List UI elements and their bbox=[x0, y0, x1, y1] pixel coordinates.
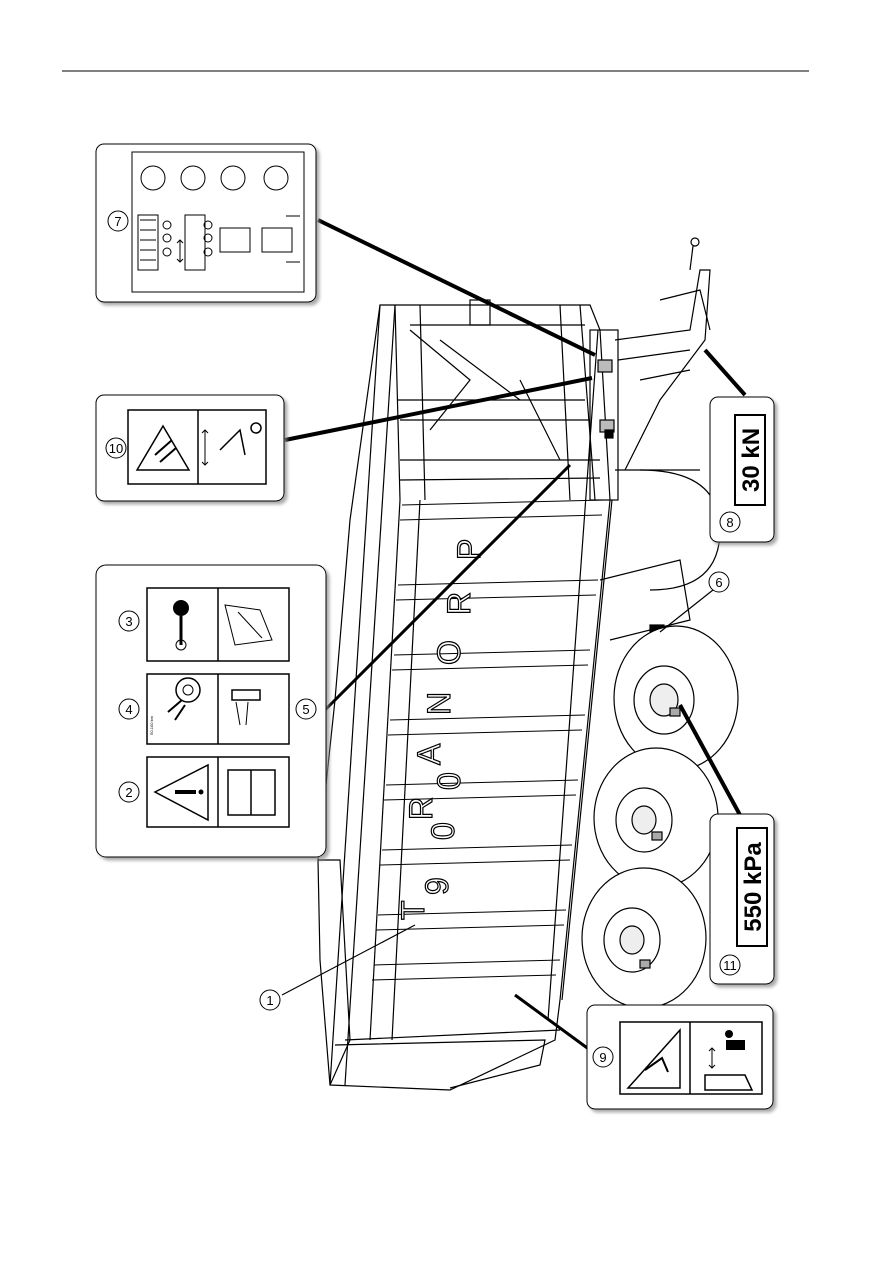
wheel-front-axle bbox=[581, 625, 739, 1009]
callout-1: 1 bbox=[259, 989, 281, 1011]
trailer-lettering: P R O N A R T 9 0 0 bbox=[394, 538, 487, 921]
trailer-illustration bbox=[317, 237, 721, 1091]
callout-number: 7 bbox=[114, 214, 121, 229]
callout-number: 5 bbox=[302, 702, 309, 717]
decal-panel-10: 10 bbox=[95, 394, 285, 502]
brand-letter: N bbox=[421, 692, 457, 715]
callout-number: 4 bbox=[125, 702, 132, 717]
callout-number: 8 bbox=[726, 515, 733, 530]
brand-letter: 0 bbox=[431, 772, 467, 790]
callout-number: 3 bbox=[125, 614, 132, 629]
decal-panel-9: 9 bbox=[586, 1004, 774, 1110]
callout-6: 6 bbox=[708, 571, 730, 593]
decal-panel-7: 7 bbox=[95, 143, 317, 303]
callout-number: 1 bbox=[266, 993, 273, 1008]
brand-letter: P bbox=[451, 539, 487, 560]
callout-number: 10 bbox=[109, 441, 123, 456]
brand-letter: T bbox=[395, 900, 431, 920]
callout-number: 2 bbox=[125, 785, 132, 800]
brand-letter: 0 bbox=[425, 822, 461, 840]
decal-panel-2-3-4-5: 50-100 km 3 4 2 5 bbox=[95, 564, 327, 858]
brand-letter: A bbox=[411, 743, 447, 765]
tyre-pressure-label: 550 kPa bbox=[740, 842, 767, 932]
callout-number: 6 bbox=[715, 575, 722, 590]
decal-panel-11: 550 kPa 11 bbox=[709, 813, 775, 985]
brand-letter: 9 bbox=[419, 877, 455, 895]
brand-letter: O bbox=[431, 640, 467, 665]
leader-lines bbox=[281, 218, 747, 1052]
callout-number: 11 bbox=[723, 958, 737, 973]
drawbar-load-label: 30 kN bbox=[738, 428, 765, 492]
svg-text:50-100 km: 50-100 km bbox=[149, 715, 154, 735]
brand-letter: R bbox=[403, 797, 439, 820]
brand-letter: R bbox=[441, 592, 477, 615]
decal-panel-8: 30 kN 8 bbox=[709, 396, 775, 543]
callout-number: 9 bbox=[599, 1050, 606, 1065]
